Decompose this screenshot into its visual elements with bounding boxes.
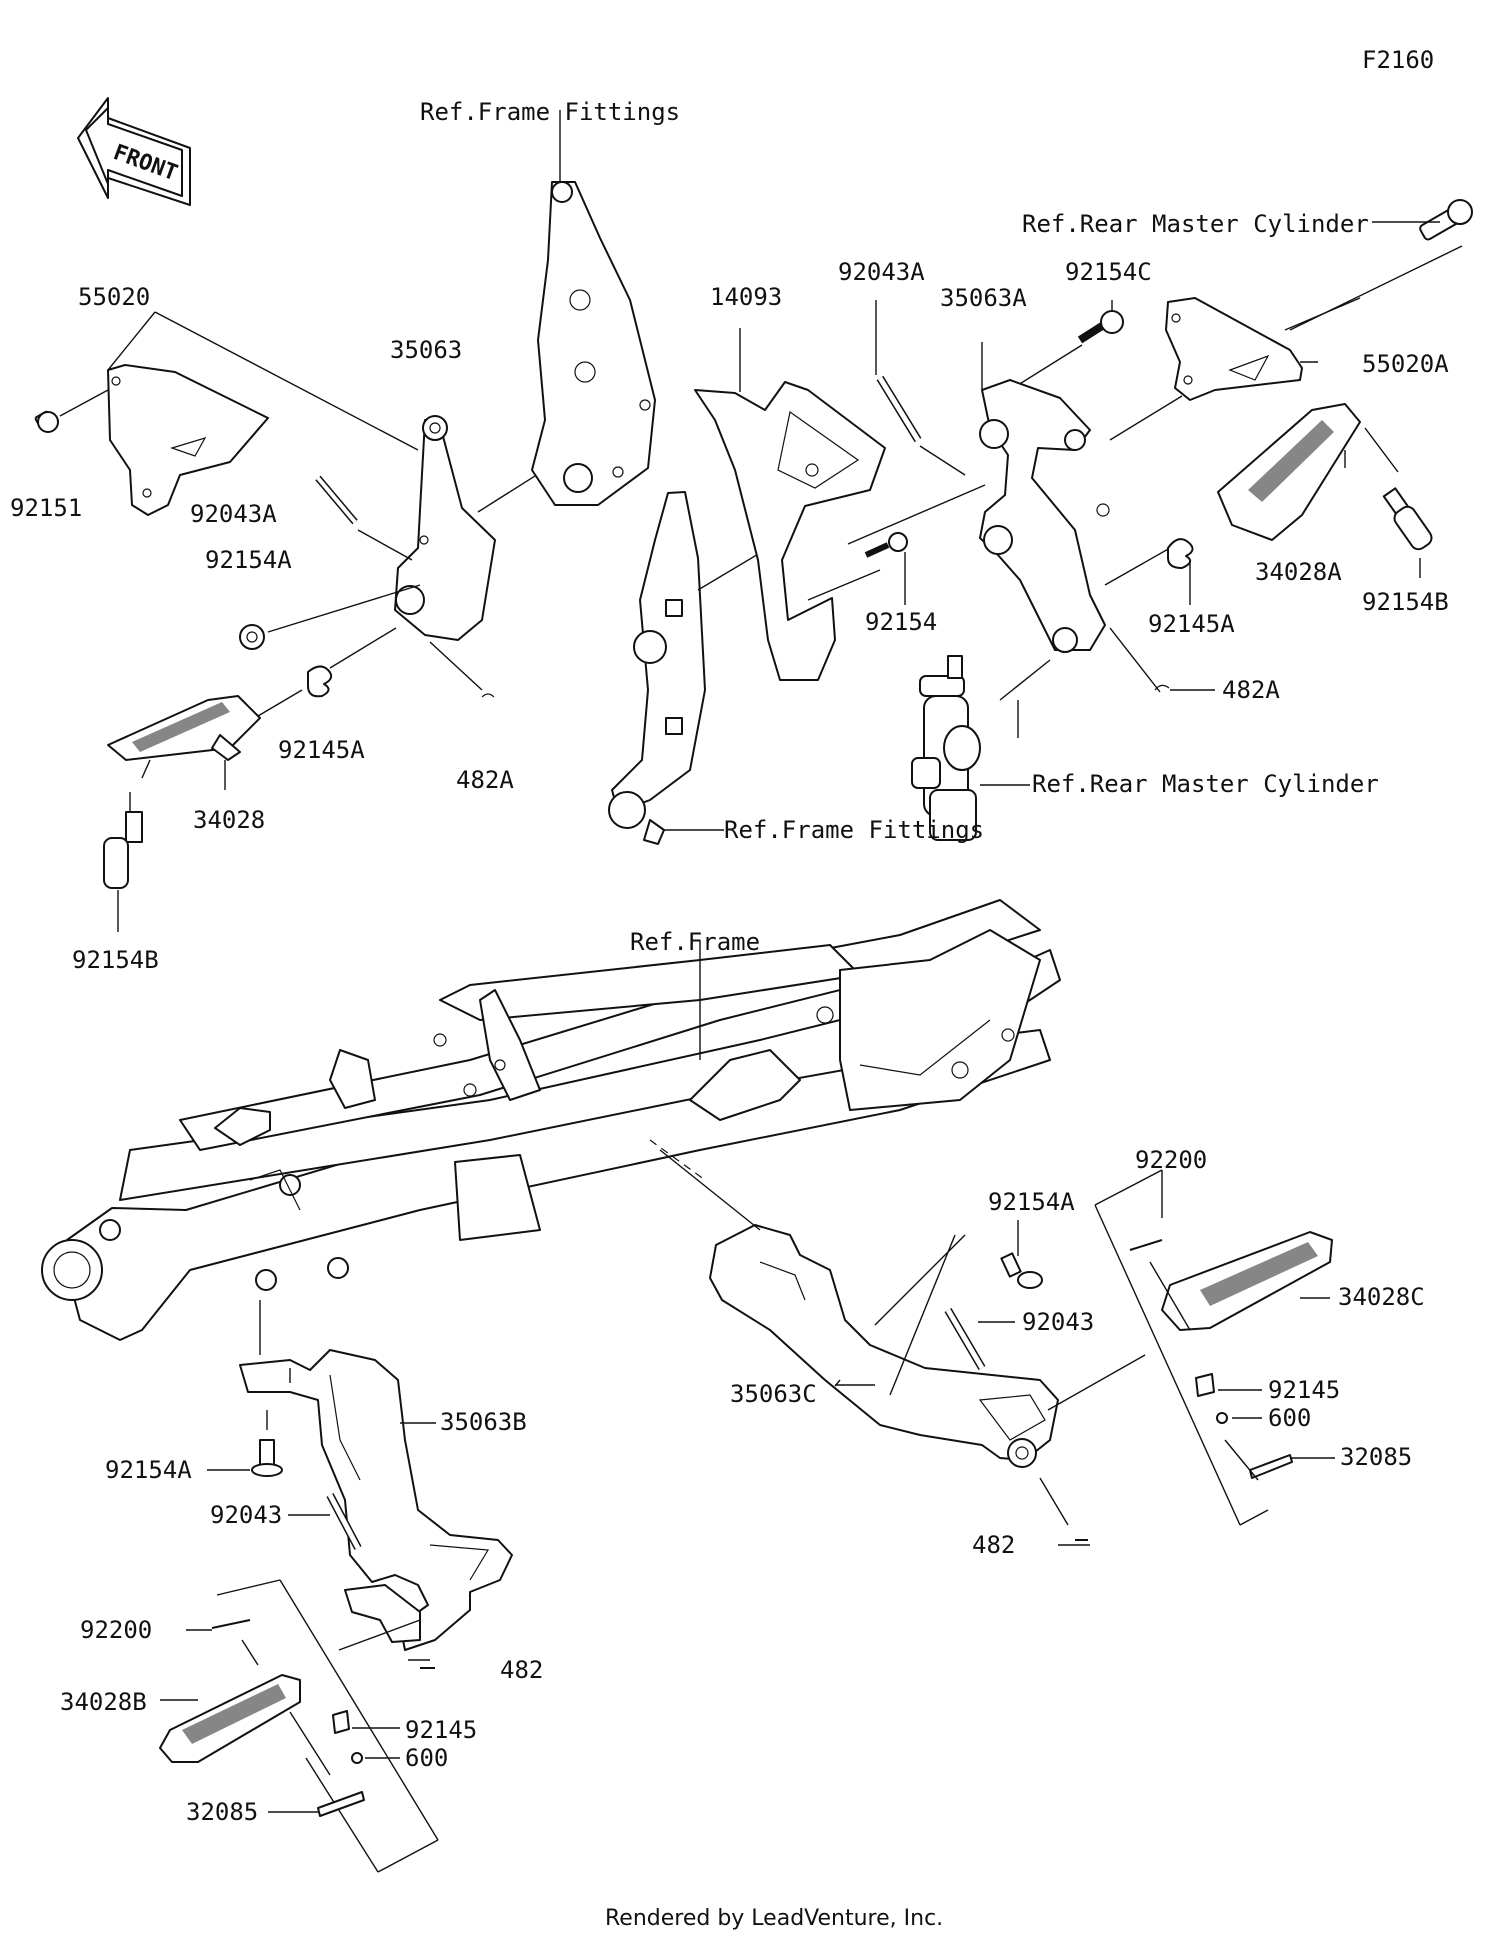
ref-frame: Ref.Frame: [630, 928, 760, 956]
label-482A-right: 482A: [1222, 676, 1280, 704]
heel-guard-55020A: [1165, 297, 1303, 401]
label-34028A: 34028A: [1255, 558, 1342, 586]
bracket-35063B: [239, 1349, 513, 1651]
label-92145A-right: 92145A: [1148, 610, 1235, 638]
bolt-92154A-bottom: [251, 1439, 283, 1477]
label-92200-bottom: 92200: [80, 1616, 152, 1644]
heel-guard-55020: [107, 364, 269, 516]
label-55020: 55020: [78, 283, 150, 311]
label-34028C: 34028C: [1338, 1283, 1425, 1311]
spring-92145A-left: [307, 665, 333, 698]
label-92154: 92154: [865, 608, 937, 636]
label-600-bottom: 600: [405, 1744, 448, 1772]
label-92043A-left: 92043A: [190, 500, 277, 528]
label-482-bottom: 482: [500, 1656, 543, 1684]
label-55020A: 55020A: [1362, 350, 1449, 378]
footpeg-34028C: [1161, 1231, 1333, 1331]
clip-482A-right: [1154, 684, 1170, 691]
label-35063A: 35063A: [940, 284, 1027, 312]
label-92145-bottom: 92145: [405, 1716, 477, 1744]
spring-92145-right: [1195, 1373, 1215, 1397]
bolt-92154: [864, 532, 908, 558]
bolt-92154A-left: [239, 624, 265, 650]
label-92043-bottom: 92043: [210, 1501, 282, 1529]
label-92145A-left: 92145A: [278, 736, 365, 764]
label-92154B-left: 92154B: [72, 946, 159, 974]
ref-rear-master-mid: Ref.Rear Master Cylinder: [1032, 770, 1379, 798]
label-92200-right: 92200: [1135, 1146, 1207, 1174]
spring-92145A-right: [1167, 538, 1194, 569]
clip-92200-right: [1129, 1239, 1163, 1251]
label-34028B: 34028B: [60, 1688, 147, 1716]
guard-14093: [694, 381, 886, 681]
label-92145-right: 92145: [1268, 1376, 1340, 1404]
label-482-right: 482: [972, 1531, 1015, 1559]
footpeg-34028A: [1217, 403, 1361, 541]
ref-frame-fittings-mid: Ref.Frame Fittings: [724, 816, 984, 844]
front-arrow-icon: FRONT: [77, 97, 191, 206]
footpeg-34028: [107, 695, 261, 761]
pin-92043-bottom: [326, 1493, 362, 1550]
bolt-92151: [34, 410, 59, 433]
bolt-rear-master-ref: [1419, 199, 1473, 241]
label-92154A-bottom: 92154A: [105, 1456, 192, 1484]
bracket-35063C: [709, 1224, 1059, 1461]
pin-600-bottom: [351, 1752, 363, 1764]
frame-fittings-plate-top: [531, 181, 656, 506]
label-35063B: 35063B: [440, 1408, 527, 1436]
spring-92145-bottom: [332, 1710, 350, 1734]
pin-92043A-left: [315, 475, 358, 525]
pin-92043A-right: [876, 375, 922, 443]
bolt-92154C: [1077, 310, 1124, 344]
ref-frame-fittings-top: Ref.Frame Fittings: [420, 98, 680, 126]
label-35063C: 35063C: [730, 1380, 817, 1408]
clip-482A-left: [481, 693, 495, 698]
label-92154C: 92154C: [1065, 258, 1152, 286]
label-92154B-right: 92154B: [1362, 588, 1449, 616]
clip-92200-bottom: [211, 1619, 251, 1629]
label-32085-right: 32085: [1340, 1443, 1412, 1471]
footer-credit: Rendered by LeadVenture, Inc.: [605, 1906, 943, 1931]
main-frame: [41, 899, 1061, 1341]
label-92154A-right: 92154A: [988, 1188, 1075, 1216]
cotter-32085-right: [1249, 1454, 1293, 1479]
pin-92154B-right: [1382, 487, 1433, 551]
bolt-92154A-right: [1000, 1252, 1043, 1289]
label-92043-right: 92043: [1022, 1308, 1094, 1336]
pin-600-right: [1216, 1412, 1228, 1424]
pin-92154B-left: [103, 811, 143, 889]
label-92151: 92151: [10, 494, 82, 522]
diagram-code: F2160: [1362, 46, 1434, 74]
label-92043A-right: 92043A: [838, 258, 925, 286]
label-32085-bottom: 32085: [186, 1798, 258, 1826]
pin-92043-right: [944, 1307, 986, 1371]
cotter-32085-bottom: [317, 1791, 365, 1817]
label-34028: 34028: [193, 806, 265, 834]
label-482A-left: 482A: [456, 766, 514, 794]
label-92154A-left: 92154A: [205, 546, 292, 574]
label-14093: 14093: [710, 283, 782, 311]
label-600-right: 600: [1268, 1404, 1311, 1432]
rear-master-cylinder: [911, 655, 981, 841]
footpeg-34028B: [159, 1674, 301, 1763]
ref-rear-master-top: Ref.Rear Master Cylinder: [1022, 210, 1369, 238]
label-35063: 35063: [390, 336, 462, 364]
